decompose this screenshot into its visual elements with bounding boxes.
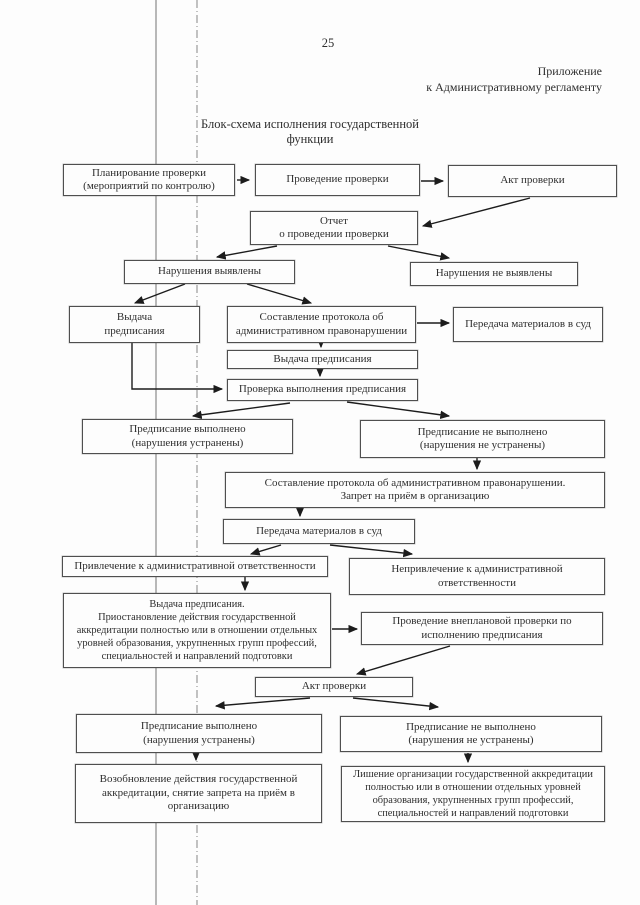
flow-node-court-transfer-2: Передача материалов в суд xyxy=(223,519,415,544)
arrow-otchet-to-narush-yes xyxy=(215,245,278,260)
flow-node-court-transfer-1: Передача материалов в суд xyxy=(453,307,603,342)
title-line-2: функции xyxy=(286,132,334,146)
flow-node-order-fulfilled-2: Предписание выполнено (нарушения устране… xyxy=(76,714,322,753)
flow-node-report: Отчет о проведении проверки xyxy=(250,211,418,245)
arrow-peredacha2-to-neprivlechenie xyxy=(329,544,414,558)
arrow-otchet-to-narush-no xyxy=(387,245,451,261)
arrow-vydacha1-to-proverka xyxy=(131,343,224,394)
arrow-peredacha2-to-privlechenie xyxy=(249,544,282,556)
flow-node-order-unfulfilled-2: Предписание не выполнено (нарушения не у… xyxy=(340,716,602,752)
flow-node-order-unfulfilled-1: Предписание не выполнено (нарушения не у… xyxy=(360,420,605,458)
flow-node-inspection-act: Акт проверки xyxy=(448,165,617,197)
arrow-proverka-to-nevypolneno xyxy=(346,401,451,419)
flow-node-suspend-accreditation: Выдача предписания. Приостановление дейс… xyxy=(63,593,331,668)
title-line-1: Блок-схема исполнения государственной xyxy=(201,117,419,131)
flow-node-inspection: Проведение проверки xyxy=(255,164,420,196)
flow-node-resume-accreditation: Возобновление действия государственной а… xyxy=(75,764,322,823)
arrow-proverka-to-vypolneno xyxy=(191,402,291,420)
arrow-narush-to-vydacha xyxy=(133,283,186,304)
arrow-akt-to-otchet xyxy=(421,197,531,228)
flow-node-protocol-2: Составление протокола об административно… xyxy=(225,472,605,508)
annex-line-1: Приложение xyxy=(537,64,602,78)
flow-node-inspection-act-2: Акт проверки xyxy=(255,677,413,697)
arrow-akt2-to-nevypolneno2 xyxy=(352,697,440,711)
flow-node-no-liability: Непривлечение к административной ответст… xyxy=(349,558,605,595)
flow-node-no-violations: Нарушения не выявлены xyxy=(410,262,578,286)
annex-line-2: к Административному регламенту xyxy=(426,79,602,94)
flow-node-violations-found: Нарушения выявлены xyxy=(124,260,295,284)
flow-node-planning: Планирование проверки (мероприятий по ко… xyxy=(63,164,235,196)
page-title: Блок-схема исполнения государственной фу… xyxy=(130,117,490,147)
page-number: 25 xyxy=(321,36,335,50)
arrow-narush-to-sostavlenie xyxy=(246,283,313,305)
flow-node-protocol-1: Составление протокола об административно… xyxy=(227,306,416,343)
flow-node-liability: Привлечение к административной ответстве… xyxy=(62,556,328,577)
flow-node-issue-order-2: Выдача предписания xyxy=(227,350,418,369)
flow-node-order-fulfilled-1: Предписание выполнено (нарушения устране… xyxy=(82,419,293,454)
annex-heading: Приложение к Административному регламент… xyxy=(426,64,602,95)
arrow-vneplanovaya-to-akt2 xyxy=(355,645,451,676)
flow-node-unscheduled-check: Проведение внеплановой проверки по испол… xyxy=(361,612,603,645)
arrow-akt2-to-vypolneno2 xyxy=(214,697,311,710)
flow-node-issue-order-1: Выдача предписания xyxy=(69,306,200,343)
flow-node-revoke-accreditation: Лишение организации государственной аккр… xyxy=(341,766,605,822)
flow-node-order-check: Проверка выполнения предписания xyxy=(227,379,418,401)
